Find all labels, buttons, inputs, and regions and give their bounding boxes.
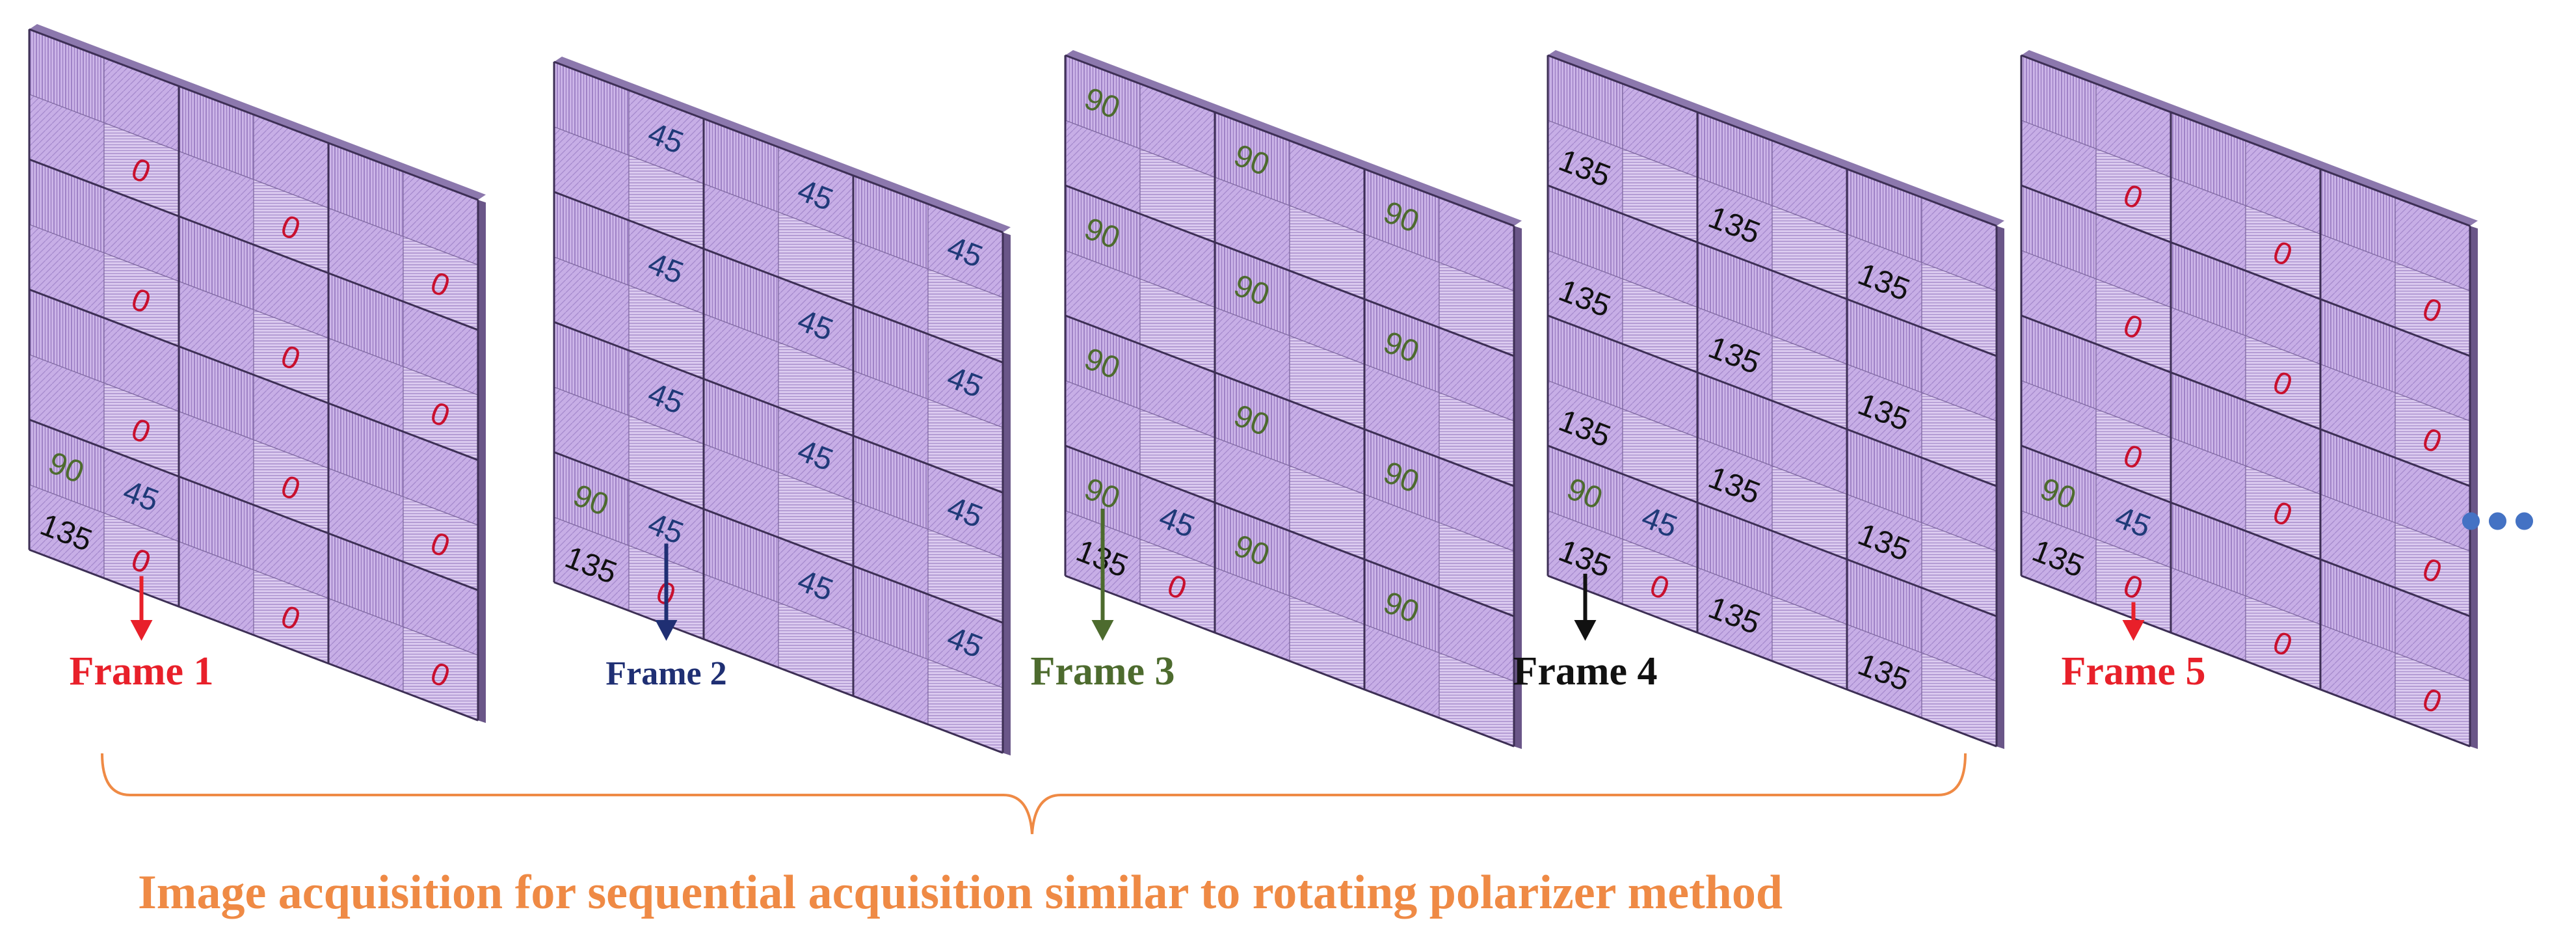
- arrowhead: [1574, 620, 1597, 641]
- superpixel-gridline: [553, 61, 1003, 234]
- frame-panel-2: 454545454545454545454590451350Frame 2: [553, 57, 1011, 756]
- frame-label-1: Frame 1: [69, 649, 213, 694]
- arrowhead: [130, 620, 153, 641]
- superpixel-gridline: [2021, 314, 2471, 487]
- panel-edge: [478, 200, 486, 723]
- figure-caption: Image acquisition for sequential acquisi…: [138, 866, 1783, 919]
- superpixel-gridline: [2021, 184, 2471, 357]
- superpixel-gridline: [1065, 54, 1515, 227]
- superpixel-gridline: [553, 451, 1003, 624]
- superpixel-gridline: [29, 158, 479, 331]
- panel-top-edge: [554, 57, 1011, 233]
- frame-label-3: Frame 3: [1030, 649, 1175, 694]
- panel-edge: [1514, 226, 1522, 749]
- superpixel-gridline: [1547, 184, 1997, 357]
- frame-panel-4: 1351351351351351351351351351351351359045…: [1513, 50, 2004, 749]
- arrowhead: [1091, 620, 1114, 641]
- panel-top-edge: [1548, 50, 2004, 226]
- annotation-layer: Image acquisition for sequential acquisi…: [101, 485, 2540, 919]
- superpixel-gridline: [2021, 444, 2471, 617]
- superpixel-gridline: [1547, 444, 1997, 617]
- arrowhead: [655, 620, 678, 641]
- panel-edge: [1997, 226, 2004, 749]
- superpixel-gridline: [2021, 574, 2471, 748]
- frame-label-5: Frame 5: [2061, 649, 2205, 694]
- superpixel-gridline: [1065, 444, 1515, 617]
- panel-edge: [1003, 232, 1011, 756]
- panel-top-edge: [1065, 50, 1522, 226]
- superpixel-gridline: [553, 191, 1003, 364]
- superpixel-gridline: [1547, 314, 1997, 487]
- superpixel-gridline: [29, 548, 479, 721]
- acquisition-brace: [101, 753, 1967, 835]
- superpixel-gridline: [553, 581, 1003, 754]
- arrowhead: [2122, 620, 2145, 641]
- superpixel-gridline: [29, 288, 479, 461]
- superpixel-gridline: [1065, 314, 1515, 487]
- frame-label-2: Frame 2: [605, 655, 726, 692]
- frame-label-4: Frame 4: [1513, 649, 1657, 694]
- superpixel-gridline: [1547, 54, 1997, 227]
- superpixel-gridline: [29, 418, 479, 591]
- superpixel-gridline: [1547, 574, 1997, 748]
- superpixel-gridline: [2021, 54, 2471, 227]
- superpixel-gridline: [1065, 574, 1515, 748]
- superpixel-gridline: [553, 321, 1003, 494]
- panel-edge: [2470, 226, 2478, 749]
- panel-top-edge: [2021, 50, 2478, 226]
- superpixel-gridline: [29, 28, 479, 201]
- panel-top-edge: [29, 24, 486, 200]
- superpixel-gridline: [1065, 184, 1515, 357]
- ellipsis-dots: •••: [2460, 485, 2540, 557]
